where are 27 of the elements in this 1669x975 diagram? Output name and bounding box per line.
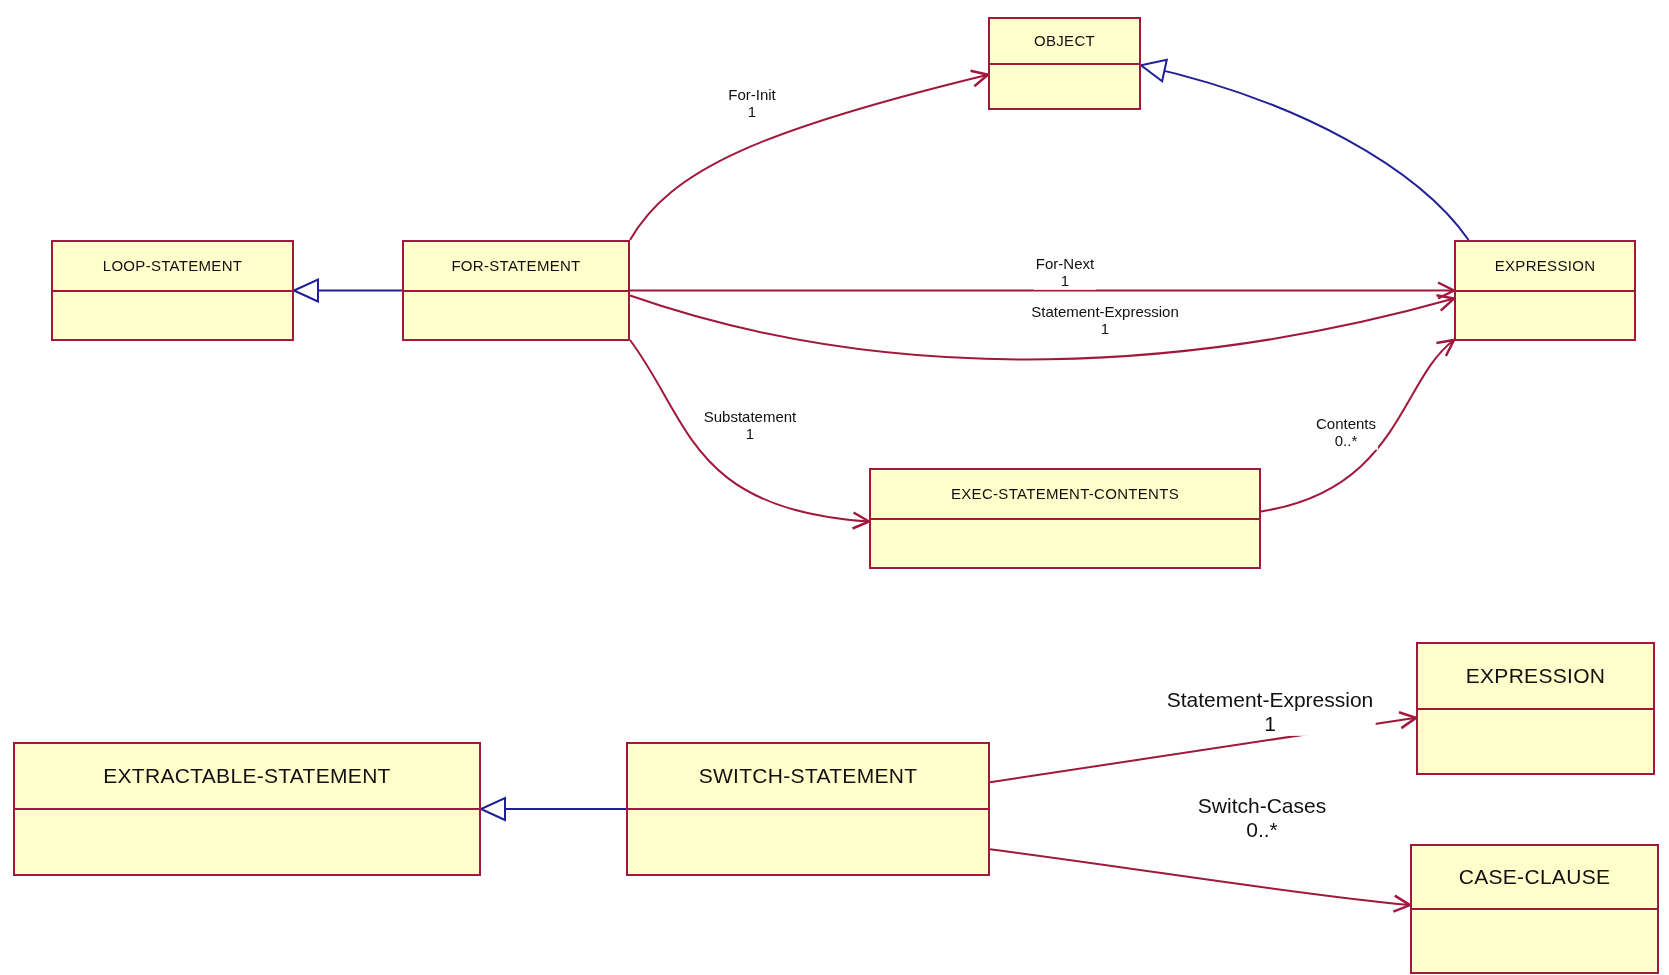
association-arrow — [989, 848, 1412, 913]
class-name: SWITCH-STATEMENT — [698, 764, 918, 788]
association-arrow — [629, 293, 1456, 361]
generalization-arrow — [1140, 59, 1470, 241]
class-name: EXPRESSION — [1494, 257, 1596, 275]
class-box — [869, 468, 1261, 569]
generalization-arrow — [480, 797, 627, 821]
class-name: OBJECT — [1034, 32, 1095, 50]
association-arrow — [629, 69, 990, 241]
class-name: FOR-STATEMENT — [451, 257, 581, 275]
class-name: EXEC-STATEMENT-CONTENTS — [951, 485, 1179, 503]
class-name: CASE-CLAUSE — [1458, 865, 1611, 889]
class-box — [51, 240, 294, 341]
association-arrow — [629, 339, 871, 529]
class-box — [626, 742, 990, 876]
class-box — [1454, 240, 1636, 341]
class-box — [13, 742, 481, 876]
association-arrow — [629, 281, 1456, 300]
class-box — [402, 240, 630, 341]
class-box — [988, 17, 1141, 110]
class-box — [1416, 642, 1655, 775]
class-name: LOOP-STATEMENT — [102, 257, 243, 275]
class-name: EXPRESSION — [1465, 663, 1606, 688]
class-name: EXTRACTABLE-STATEMENT — [103, 764, 391, 788]
class-box — [1410, 844, 1659, 974]
association-arrow — [1260, 338, 1456, 513]
generalization-arrow — [293, 278, 403, 303]
